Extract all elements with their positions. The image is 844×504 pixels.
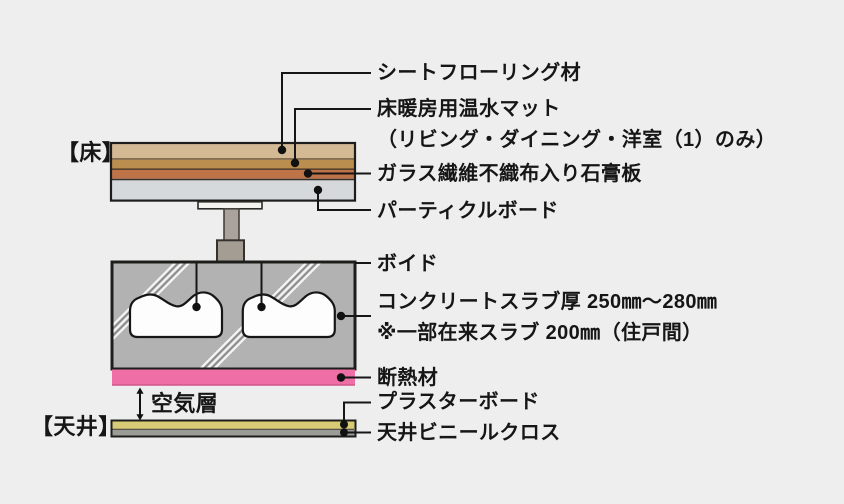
ceiling-section-label: 【天井】 bbox=[31, 414, 121, 439]
vinyl-cloth-label: 天井ビニールクロス bbox=[377, 421, 561, 444]
callout-lines bbox=[195, 72, 371, 434]
heating-mat-layer bbox=[112, 159, 354, 169]
support-plate bbox=[197, 201, 263, 210]
particle-board-label: パーティクルボード bbox=[377, 200, 559, 222]
heating-mat-label: 床暖房用温水マット bbox=[377, 98, 561, 120]
air-layer-arrow bbox=[136, 387, 144, 421]
void-label: ボイド bbox=[377, 252, 439, 275]
callout-heating-mat bbox=[294, 108, 371, 163]
floor-section-label: 【床】 bbox=[57, 140, 125, 165]
slab-label: コンクリートスラブ厚 250㎜～280㎜ bbox=[377, 291, 718, 313]
support-post bbox=[223, 208, 240, 242]
concrete-slab bbox=[110, 260, 357, 371]
floor-assembly bbox=[109, 141, 357, 202]
insulation-layer bbox=[112, 369, 355, 386]
callout-particle-board bbox=[317, 190, 371, 211]
sheet-flooring-label: シートフローリング材 bbox=[377, 62, 581, 84]
arrowhead-down-icon bbox=[136, 414, 144, 421]
insulation-body bbox=[112, 369, 355, 386]
support-foot bbox=[216, 239, 245, 263]
heating-mat-note: （リビング・ダイニング・洋室（1）のみ） bbox=[377, 129, 777, 151]
vinyl-cloth-layer bbox=[112, 429, 355, 436]
floor-support-leg bbox=[197, 201, 263, 263]
plaster-board-layer bbox=[112, 421, 355, 430]
floor-outline bbox=[109, 141, 357, 202]
callout-dots bbox=[192, 145, 348, 437]
gypsum-board-label: ガラス繊維不織布入り石膏板 bbox=[377, 163, 642, 185]
particle-board-layer bbox=[112, 180, 354, 200]
sheet-flooring-layer bbox=[112, 144, 354, 159]
gypsum-board-layer bbox=[112, 170, 354, 179]
plaster-board-label: プラスターボード bbox=[377, 391, 540, 413]
ceiling-outline bbox=[110, 419, 357, 438]
callout-plaster-board bbox=[343, 401, 371, 425]
air-layer-label: 空気層 bbox=[151, 390, 219, 416]
ceiling-assembly bbox=[110, 419, 357, 438]
callout-sheet-flooring bbox=[281, 72, 371, 150]
slab-note: ※一部在来スラブ 200㎜（住戸間） bbox=[377, 322, 703, 344]
arrowhead-up-icon bbox=[136, 387, 144, 394]
insulation-label: 断熱材 bbox=[377, 366, 439, 389]
